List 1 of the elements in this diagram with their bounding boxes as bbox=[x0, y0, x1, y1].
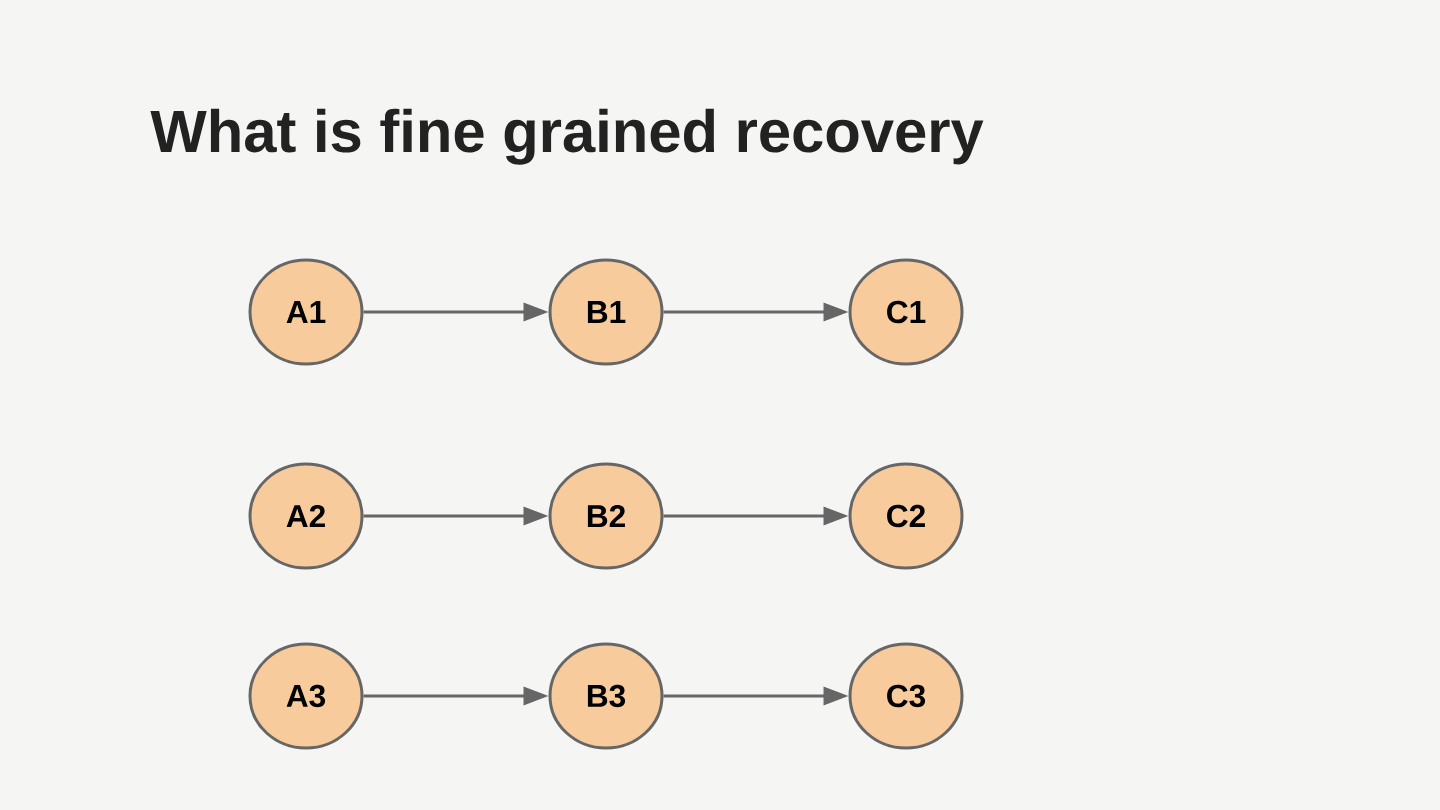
title: What is fine grained recovery bbox=[150, 108, 984, 165]
